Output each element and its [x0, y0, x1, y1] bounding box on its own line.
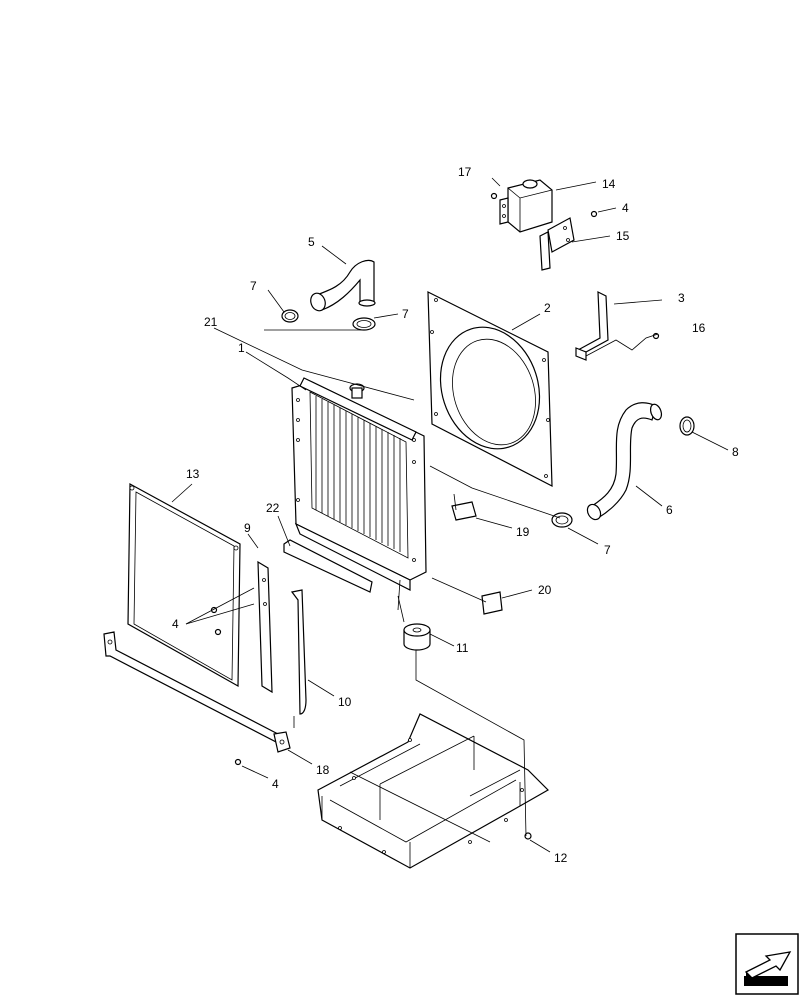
callout-4-mid: 4	[172, 617, 179, 631]
nut-12	[524, 832, 532, 840]
callout-10: 10	[338, 695, 352, 709]
callout-7-left: 7	[250, 279, 257, 293]
callout-18: 18	[316, 763, 330, 777]
screw-4-lower	[234, 758, 242, 766]
pad-19	[451, 501, 477, 521]
lower-hose	[586, 402, 663, 521]
hose-clamp-8	[679, 416, 695, 436]
upper-hose	[310, 259, 376, 312]
reservoir-bracket	[539, 217, 575, 271]
callout-11: 11	[456, 641, 469, 655]
support-strip	[283, 539, 373, 593]
radiator-screen	[127, 482, 241, 688]
callout-14: 14	[602, 177, 616, 191]
callout-3: 3	[678, 291, 685, 305]
rubber-mount	[403, 623, 431, 651]
radiator	[291, 377, 427, 611]
screw-4-upper	[590, 210, 598, 218]
callout-5: 5	[308, 235, 315, 249]
callout-13: 13	[186, 467, 200, 481]
callout-6: 6	[666, 503, 673, 517]
callout-7-lower: 7	[604, 543, 611, 557]
reservoir-tank	[499, 179, 553, 233]
callout-2: 2	[544, 301, 551, 315]
pad-20	[481, 591, 503, 615]
base-frame	[317, 713, 549, 869]
callout-9: 9	[244, 521, 251, 535]
callout-21: 21	[204, 315, 218, 329]
callout-16: 16	[692, 321, 706, 335]
callout-15: 15	[616, 229, 630, 243]
fan-shroud	[427, 291, 553, 488]
callout-8: 8	[732, 445, 739, 459]
arrow-navigation-icon[interactable]	[735, 933, 799, 995]
callout-17: 17	[458, 165, 472, 179]
seal-strip	[257, 560, 273, 694]
leader-lines	[171, 177, 729, 853]
stay-rod	[103, 631, 291, 753]
callout-7-mid: 7	[402, 307, 409, 321]
callout-4-upper: 4	[622, 201, 629, 215]
callout-22: 22	[266, 501, 280, 515]
callout-19: 19	[516, 525, 530, 539]
callout-20: 20	[538, 583, 552, 597]
callout-labels: 17 14 4 15 5 7 3 2 7 21 16 1 8 13 6 22 9…	[172, 165, 739, 865]
bracket-3	[575, 291, 609, 361]
hose-clamp-7-mid	[352, 317, 376, 331]
callout-1: 1	[238, 341, 245, 355]
hose-clamp-7-left	[281, 309, 299, 323]
callout-12: 12	[554, 851, 568, 865]
hose-clamp-7-lower	[551, 512, 573, 528]
screw-17	[490, 192, 498, 200]
seal-10	[290, 589, 307, 715]
callout-4-lower: 4	[272, 777, 279, 791]
